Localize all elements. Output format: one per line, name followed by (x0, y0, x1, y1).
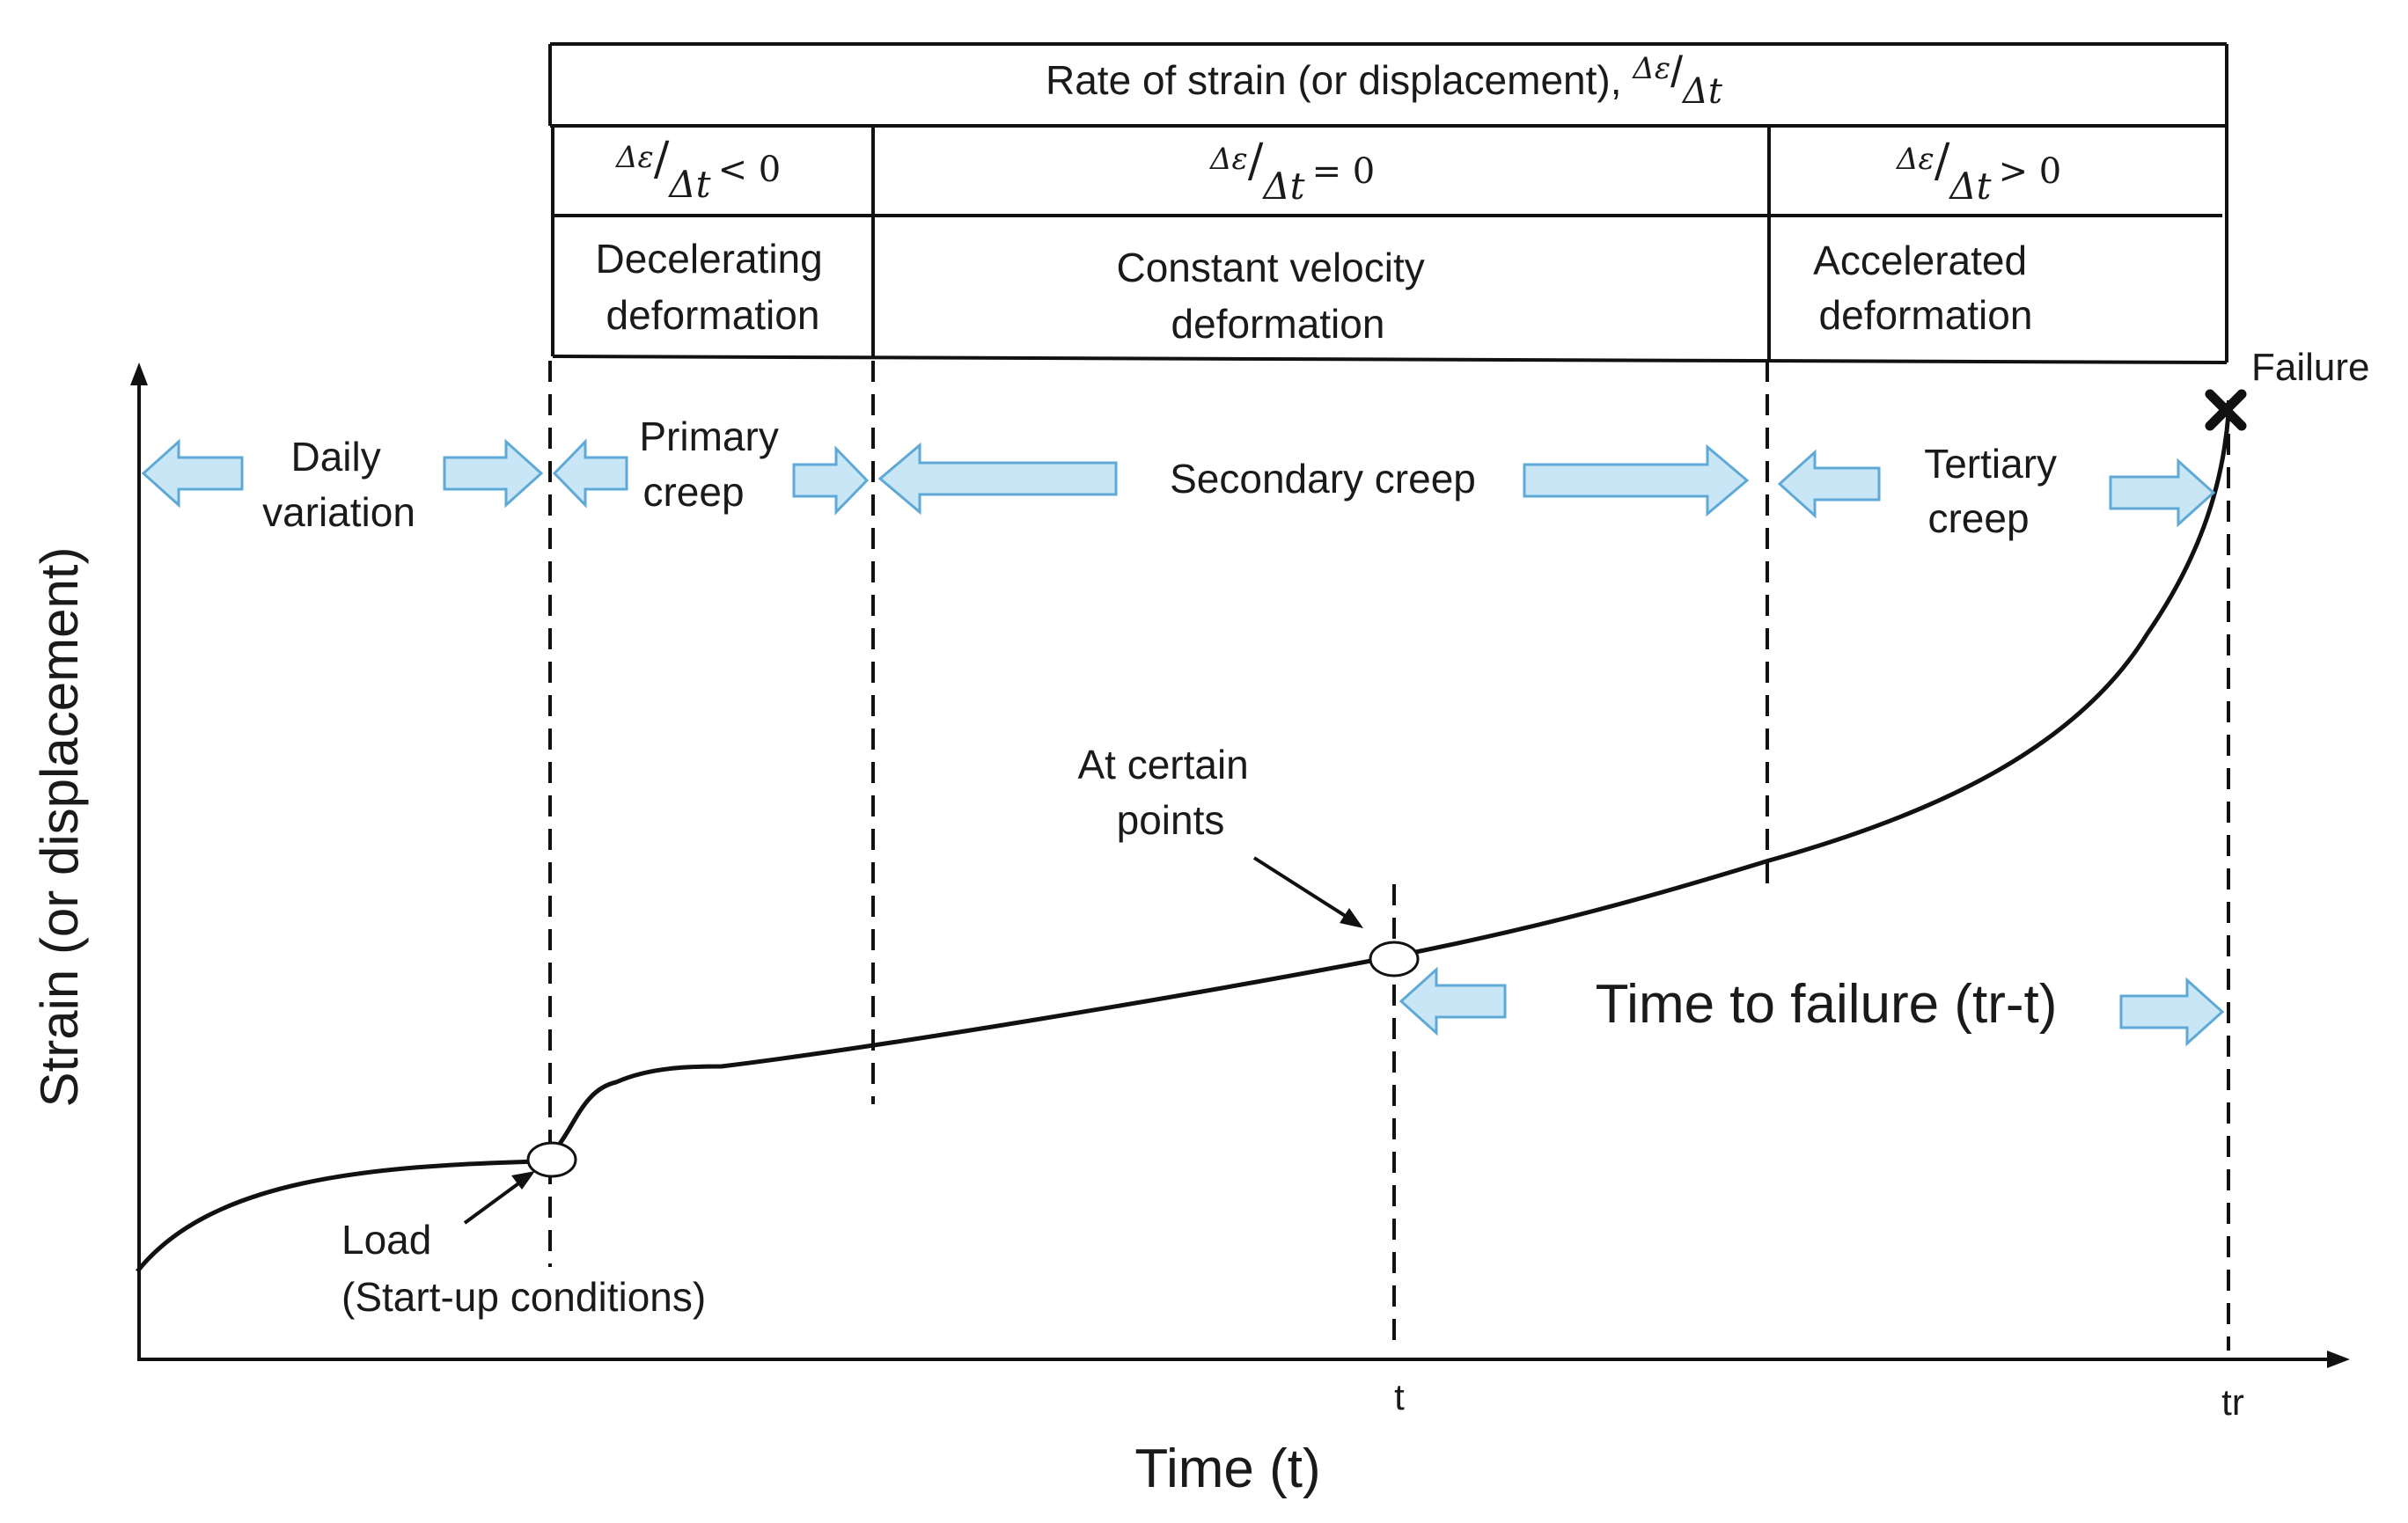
failure-mark-icon (2205, 389, 2247, 431)
arrow-daily-left-icon (141, 438, 244, 509)
arrow-ttf-right-icon (2119, 977, 2225, 1047)
rate-negative: Δε/Δt< 0 (614, 133, 781, 206)
pointer-load-head-icon (511, 1171, 535, 1190)
x-axis-arrowhead (2327, 1351, 2350, 1368)
arrow-daily-right-icon (443, 438, 544, 509)
arrow-ttf-left-icon (1399, 966, 1507, 1036)
arrow-secondary-right-icon (1523, 443, 1750, 517)
arrow-secondary-left-icon (877, 442, 1118, 516)
deformation-accelerated: Accelerated deformation (1813, 238, 2038, 338)
x-tick-tr: tr (2221, 1381, 2244, 1423)
y-axis-arrowhead (130, 362, 148, 385)
label-daily-variation: Daily variation (262, 434, 415, 535)
pointer-certain-head-icon (1340, 908, 1363, 928)
label-primary-creep: Primary creep (639, 414, 789, 515)
pointer-load (463, 1180, 523, 1225)
arrow-primary-left-icon (552, 438, 628, 509)
label-tertiary-creep: Tertiary creep (1924, 441, 2068, 541)
arrow-tertiary-right-icon (2109, 458, 2216, 528)
label-failure: Failure (2251, 346, 2370, 389)
certain-point (1369, 941, 1420, 978)
load-point (526, 1141, 577, 1178)
rate-zero: Δε/Δt= 0 (1208, 135, 1375, 208)
label-time-to-failure: Time to failure (tr-t) (1596, 974, 2058, 1035)
deformation-decelerating: Decelerating deformation (595, 236, 833, 338)
x-axis-label: Time (t) (1134, 1439, 1320, 1499)
arrow-primary-right-icon (792, 445, 870, 516)
label-secondary-creep: Secondary creep (1170, 456, 1476, 502)
deformation-constant: Constant velocity deformation (1116, 245, 1435, 347)
arrow-tertiary-left-icon (1777, 449, 1881, 519)
rate-header-text: Rate of strain (or displacement), Δε/Δt (1046, 48, 1723, 112)
axes (130, 362, 2350, 1368)
phase-arrows (141, 438, 2225, 1047)
y-axis-label: Strain (or displacement) (30, 547, 89, 1108)
label-load: Load (Start-up conditions) (341, 1217, 706, 1320)
pointer-arrows (463, 856, 1363, 1225)
pointer-certain (1252, 856, 1348, 919)
rate-positive: Δε/Δt> 0 (1895, 135, 2061, 208)
x-tick-t: t (1394, 1376, 1405, 1417)
rate-table (548, 42, 2228, 364)
label-certain-points: At certain points (1077, 742, 1259, 843)
table-bottom-border (552, 355, 2228, 364)
